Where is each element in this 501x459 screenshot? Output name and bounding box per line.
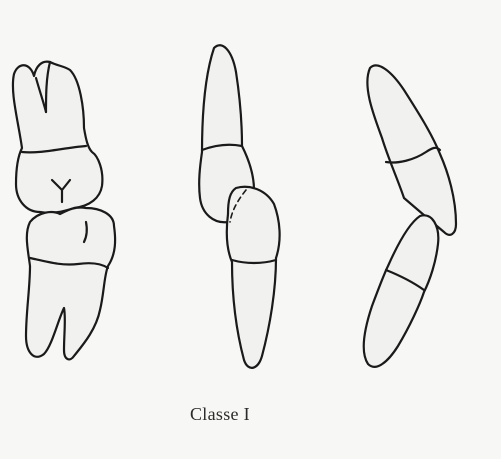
incisor-pair-lateral-view-icon xyxy=(364,65,456,366)
figure-caption: Classe I xyxy=(190,404,310,425)
incisor-pair-frontal-view-icon xyxy=(199,45,279,368)
upper-incisor-lateral-icon xyxy=(367,65,456,234)
lower-incisor-frontal-icon xyxy=(227,187,280,368)
lower-molar-icon xyxy=(26,207,115,359)
upper-molar-icon xyxy=(13,62,102,213)
lower-incisor-lateral-icon xyxy=(364,215,439,367)
molar-pair-buccal-view-icon xyxy=(13,62,115,360)
